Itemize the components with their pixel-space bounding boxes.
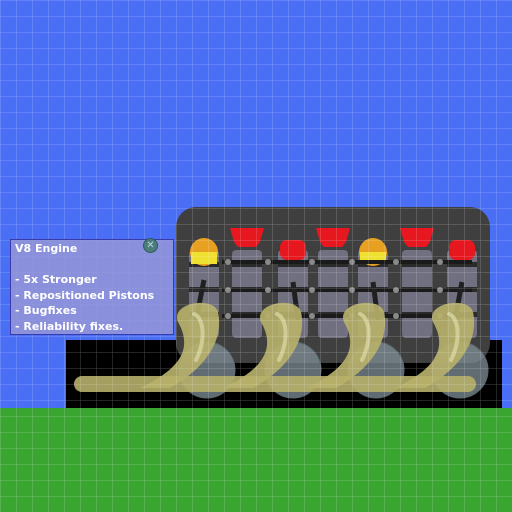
info-line-pistons: - Repositioned Pistons <box>15 288 155 302</box>
close-icon[interactable]: ✕ <box>143 238 158 253</box>
info-panel: V8 Engine - 5x Stronger - Repositioned P… <box>10 239 174 335</box>
info-line-bugfixes: - Bugfixes <box>15 304 77 317</box>
info-title: V8 Engine <box>15 242 78 255</box>
info-line-stronger: - 5x Stronger <box>15 273 97 286</box>
info-line-reliability: - Reliability fixes. <box>15 319 124 333</box>
